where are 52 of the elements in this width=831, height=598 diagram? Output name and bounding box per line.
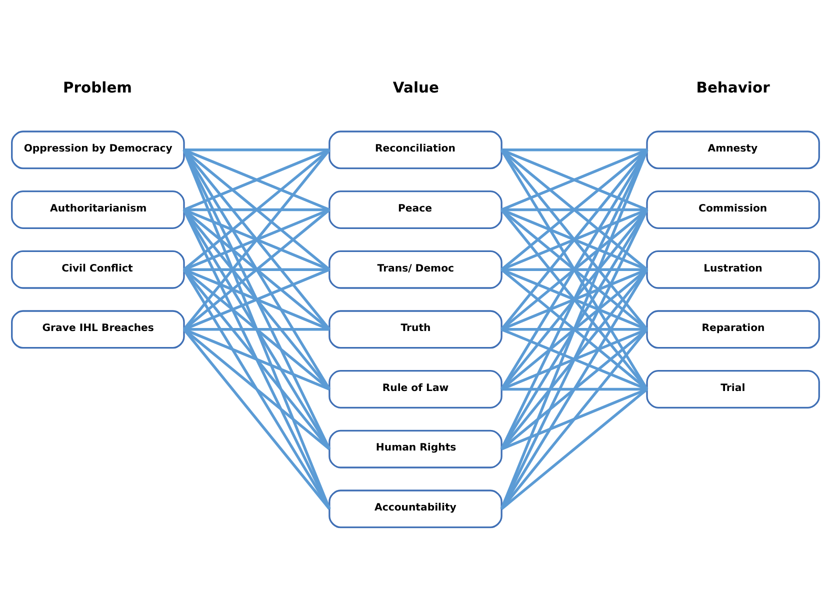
node-box: Trial [646,370,820,408]
connector [500,328,648,510]
node-box: Reconciliation [328,130,502,169]
connector [500,148,648,390]
label: Behavior [696,79,770,96]
connector [501,148,648,211]
connector [500,148,648,270]
node-box: Commission [646,190,820,228]
connector [182,148,331,390]
connector [184,148,330,151]
connector [500,208,648,330]
node-box: Civil Conflict [11,250,185,288]
node-box: Lustration [646,250,820,288]
connector [184,208,330,211]
connector [500,388,648,510]
label: Problem [62,79,132,96]
node-box: Human Rights [328,429,502,468]
connector [502,387,647,390]
connector [182,268,330,450]
node-box: Rule of Law [328,370,502,408]
node-box: Accountability [328,489,502,528]
connector [182,148,331,509]
connector [500,208,648,450]
node-box: Grave IHL Breaches [11,310,185,348]
connector [182,148,330,330]
connector [183,148,330,270]
node-box: Authoritarianism [11,190,185,228]
connector [182,208,331,450]
connector [502,148,647,151]
connector [500,208,648,510]
connector [183,148,330,211]
connector [500,208,648,390]
node-box: Oppression by Democracy [11,130,185,169]
connector [500,328,648,450]
connector [500,268,648,450]
connector [183,208,330,330]
connector [182,208,330,390]
connector [182,268,331,510]
node-box: Amnesty [646,130,820,169]
connector [500,148,648,330]
connector [183,328,330,450]
connector [500,148,648,509]
node-box: Reparation [646,310,820,348]
connector [182,148,331,450]
node-box: Peace [328,190,502,228]
connector [500,148,648,450]
connector [500,268,648,510]
label: Value [392,79,439,96]
node-box: Truth [328,310,502,348]
connector [182,328,330,510]
node-box: Trans/ Democ [328,250,502,288]
connector [182,208,331,510]
